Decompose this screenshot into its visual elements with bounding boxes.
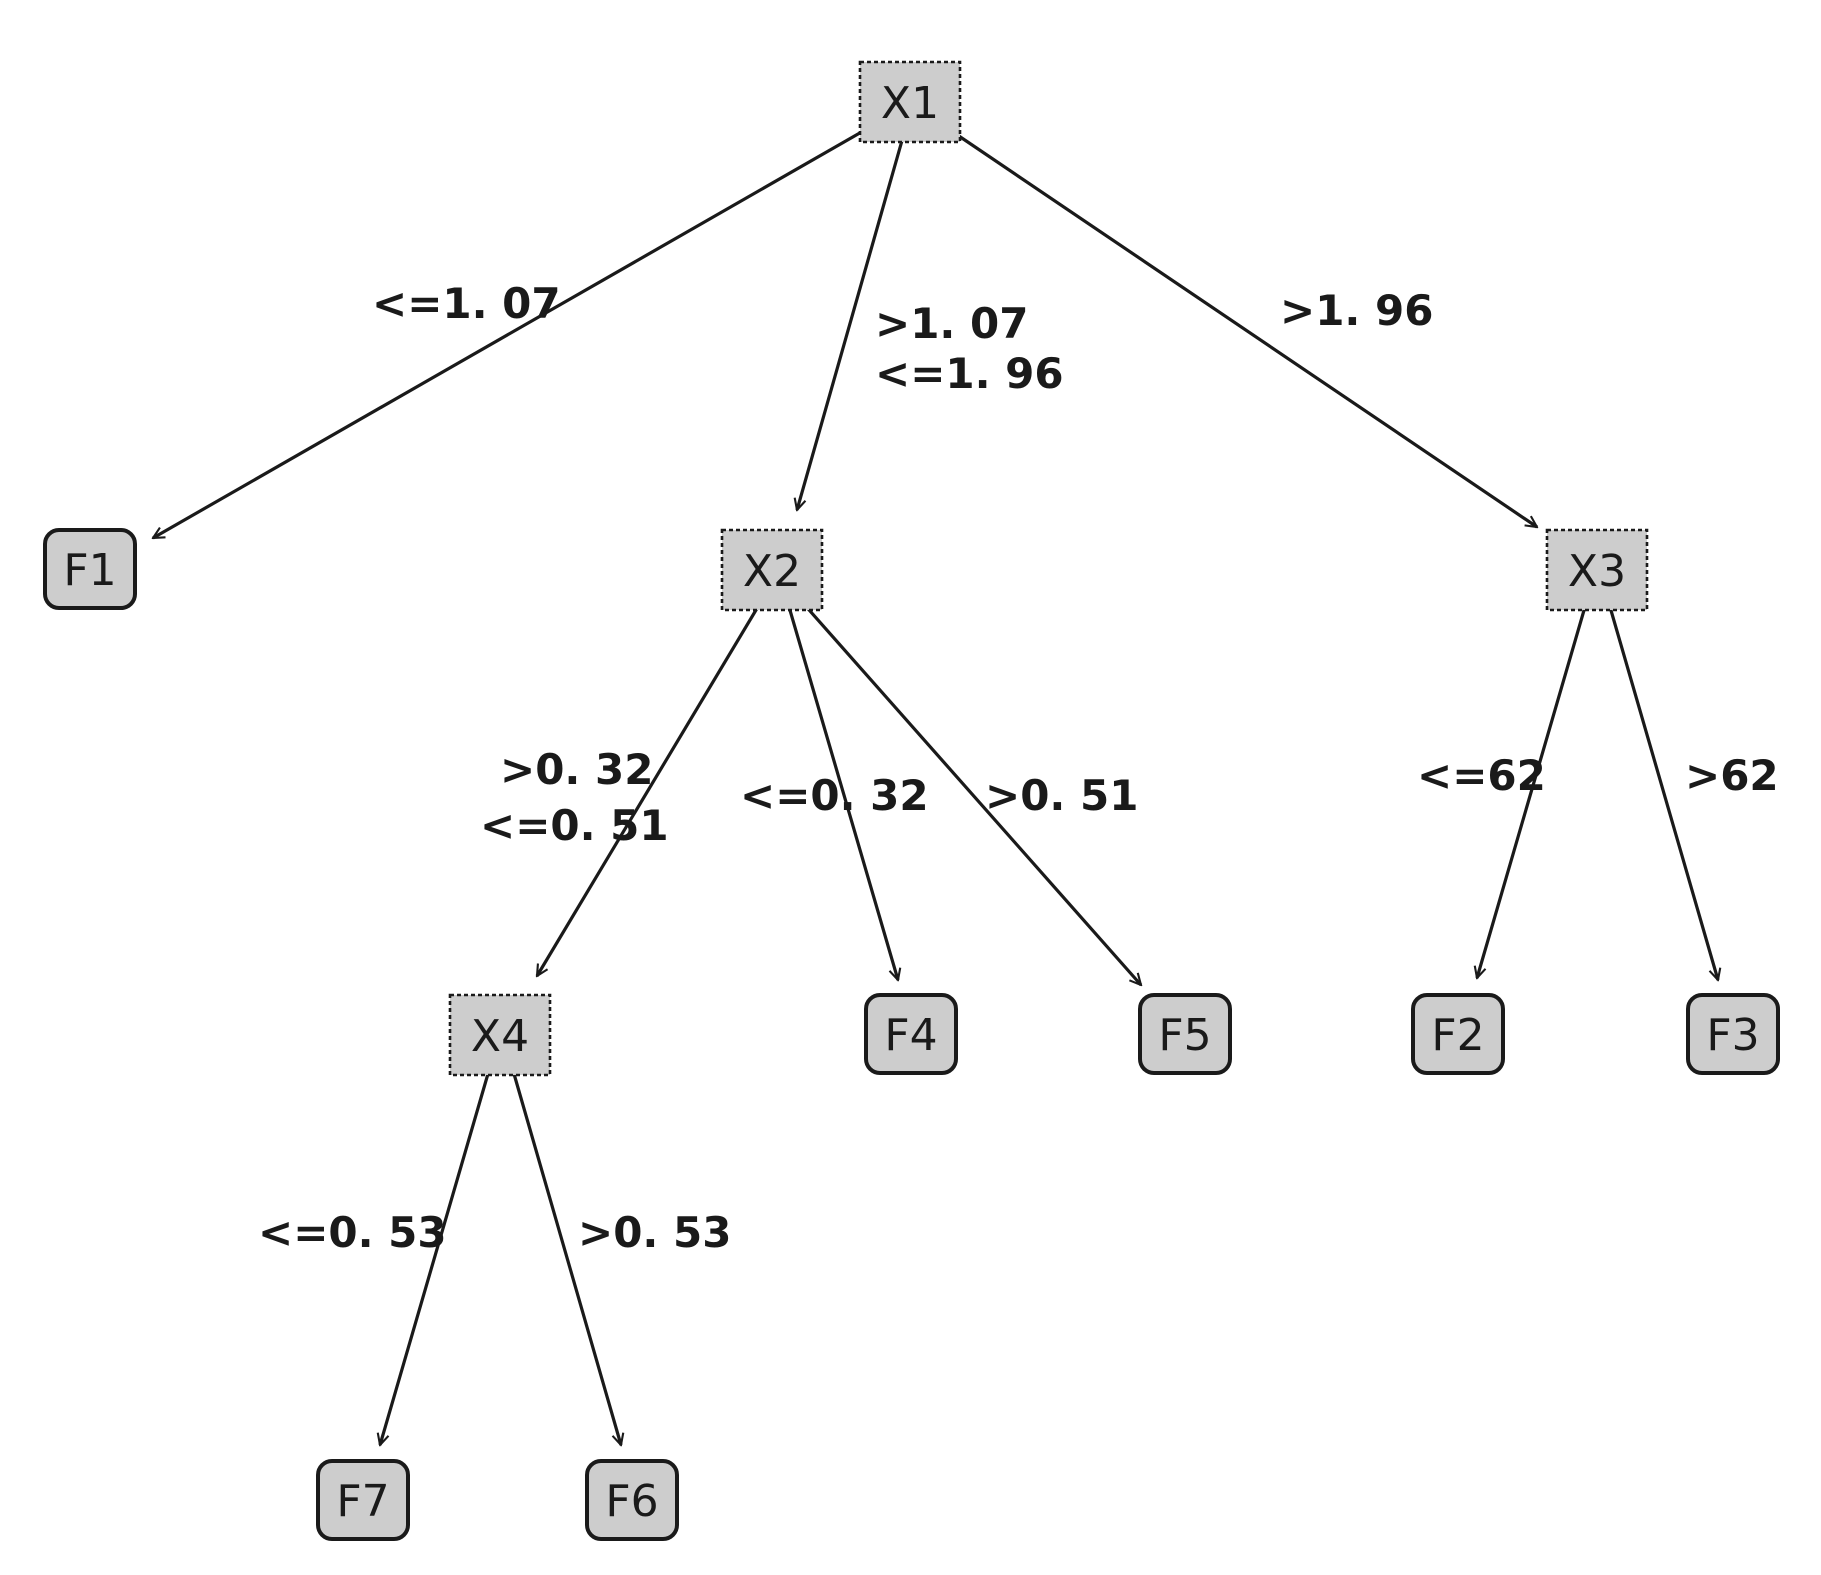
- leaf-nodes: F1 F4 F5 F2 F3 F7: [43, 528, 1780, 1541]
- decision-nodes: X1 X2 X3 X4: [448, 60, 1649, 1077]
- edge-label-x1-f1: <=1. 07: [372, 279, 561, 328]
- leaf-node-f1-label: F1: [63, 545, 116, 596]
- leaf-node-f6: F6: [585, 1459, 679, 1541]
- edge-x3-f2: [1477, 599, 1589, 978]
- edge-x1-x3: [949, 128, 1537, 529]
- leaf-node-f4-label: F4: [884, 1010, 937, 1061]
- edge-x2-f5: [785, 583, 1141, 985]
- leaf-node-f2: F2: [1411, 993, 1505, 1075]
- edge-label-x2-x4-line1: >0. 32: [500, 745, 653, 794]
- decision-node-x2: X2: [720, 528, 824, 612]
- leaf-node-f4: F4: [864, 993, 958, 1075]
- edge-label-x3-f3: >62: [1685, 751, 1779, 800]
- edge-label-x1-x2-line1: >1. 07: [875, 299, 1028, 348]
- edge-label-x1-x2-line2: <=1. 96: [875, 349, 1064, 398]
- edge-label-x2-f5: >0. 51: [985, 771, 1138, 820]
- leaf-node-f3: F3: [1686, 993, 1780, 1075]
- decision-node-x3: X3: [1545, 528, 1649, 612]
- decision-node-x1: X1: [858, 60, 962, 144]
- edge-x3-f3: [1606, 599, 1718, 980]
- leaf-node-f2-label: F2: [1431, 1010, 1484, 1061]
- edge-labels: <=1. 07 >1. 07 <=1. 96 >1. 96 >0. 32 <=0…: [258, 279, 1779, 1257]
- edge-label-x2-x4-line2: <=0. 51: [480, 801, 669, 850]
- leaf-node-f7-label: F7: [336, 1476, 389, 1527]
- decision-node-x1-label: X1: [881, 78, 939, 129]
- edge-label-x1-x3: >1. 96: [1280, 286, 1433, 335]
- edge-x4-f7: [380, 1059, 494, 1445]
- edge-label-x4-f6: >0. 53: [578, 1208, 731, 1257]
- decision-node-x4-label: X4: [471, 1011, 529, 1062]
- leaf-node-f6-label: F6: [605, 1476, 658, 1527]
- leaf-node-f5-label: F5: [1158, 1010, 1211, 1061]
- decision-node-x4: X4: [448, 993, 552, 1077]
- edge-x1-f1: [153, 128, 866, 540]
- leaf-node-f5: F5: [1138, 993, 1232, 1075]
- edge-label-x2-f4: <=0. 32: [740, 771, 929, 820]
- edge-x2-x4: [535, 599, 764, 976]
- decision-node-x2-label: X2: [743, 546, 801, 597]
- leaf-node-f7: F7: [316, 1459, 410, 1541]
- edge-label-x3-f2: <=62: [1417, 751, 1546, 800]
- leaf-node-f3-label: F3: [1706, 1010, 1759, 1061]
- edge-x1-x2: [797, 129, 907, 510]
- edge-label-x4-f7: <=0. 53: [258, 1208, 447, 1257]
- decision-node-x3-label: X3: [1568, 546, 1626, 597]
- edge-x2-f4: [785, 599, 898, 980]
- leaf-node-f1: F1: [43, 528, 137, 610]
- edges: [153, 128, 1718, 1445]
- edge-x4-f6: [508, 1059, 621, 1445]
